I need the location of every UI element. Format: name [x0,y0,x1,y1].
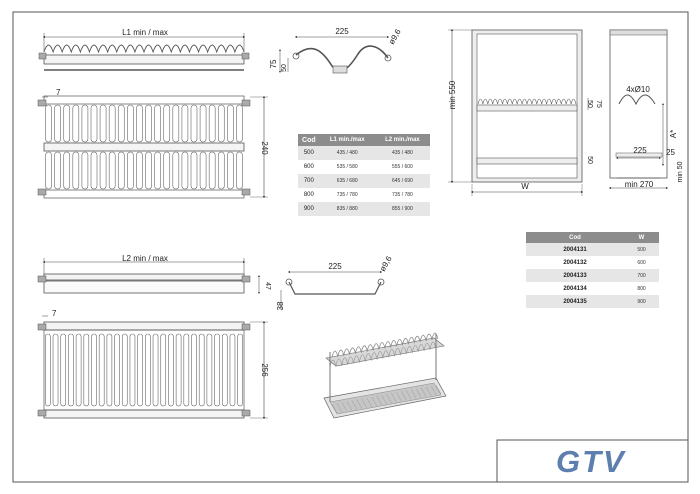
t2-cell: 900 [623,295,659,308]
t2-cell: 2004135 [526,295,624,308]
dA-label: A* [669,130,678,138]
lower-tray-top-view: 7 256 [37,309,269,420]
t1-cell: 735 / 780 [374,188,430,202]
d50-label: 50 [281,64,288,72]
sheet-border [12,11,689,483]
d225c-label: 225 [633,146,647,155]
d75-label: 75 [269,59,278,68]
d25-label: 25 [666,148,675,157]
upper-rack-wire-loops [45,104,243,190]
upper-rack-profile: 225 ø9,6 75 50 [269,27,403,74]
l1-label: L1 min / max [122,28,168,37]
t1-cell: 835 / 880 [319,202,375,216]
dmin50-label: min 50 [677,161,684,182]
lower-tray-side-view: L2 min / max 47 [37,254,271,294]
gtv-logo: GTV [556,444,626,479]
l2-label: L2 min / max [122,254,168,263]
t1-cell: 435 / 480 [319,146,375,160]
t1-cell: 535 / 580 [319,160,375,174]
d4x10-label: 4xØ10 [626,85,650,94]
d75b-label: 75 [595,100,602,108]
t2-cell: 2004133 [526,269,624,282]
t1-cell: 855 / 900 [374,202,430,216]
t2-cell: 600 [623,256,659,269]
t1-cell: 555 / 600 [374,160,430,174]
t2-cell: 2004132 [526,256,624,269]
isometric-rack-illustration [323,332,447,419]
dW-label: W [521,182,529,191]
cabinet-side-view: 4xØ10 A* 225 25 min 270 min 50 [608,29,684,190]
upper-rack-bottom-rail [43,54,245,65]
t1-header-cod: Cod [298,134,320,146]
t1-cell: 600 [298,160,320,174]
t2-cell: 500 [623,243,659,256]
isometric-dish-ribs [329,332,442,414]
d50b-label: 50 [586,100,593,108]
d256-label: 256 [260,363,269,377]
d225-label: 225 [335,27,349,36]
t1-cell: 735 / 780 [319,188,375,202]
t1-cell: 700 [298,174,320,188]
right-connector [241,52,250,60]
upper-rack-top-view: 7 240 [37,88,269,199]
t2-header-cod: Cod [526,232,624,243]
d50c-label: 50 [586,156,593,164]
t2-cell: 2004134 [526,282,624,295]
lower-tray-ribs [45,333,243,407]
t1-cell: 500 [298,146,320,160]
t2-cell: 800 [623,282,659,295]
lower-tray-profile: 225 ø9,6 38 [276,254,394,310]
d7b-label: 7 [52,309,57,318]
d38-label: 38 [276,301,285,310]
dmin550-label: min 550 [448,80,457,109]
t1-header-l2: L2 min./max [374,134,430,146]
d240-label: 240 [260,141,269,155]
t2-cell: 2004131 [526,243,624,256]
upper-rack-side-view: L1 min / max [38,28,250,71]
t1-header-l1: L1 min./max [319,134,375,146]
phi96-label: ø9,6 [387,27,403,46]
dmin270-label: min 270 [625,180,654,189]
t2-cell: 700 [623,269,659,282]
phi96b-label: ø9,6 [378,254,394,273]
left-connector [38,52,47,60]
d47-label: 47 [264,282,271,290]
title-block [496,439,688,482]
cabinet-front-view: min 550 W 50 75 50 [448,28,602,196]
t1-cell: 635 / 680 [319,174,375,188]
upper-rack-wave-wire [43,44,245,54]
t1-cell: 800 [298,188,320,202]
t1-cell: 435 / 480 [374,146,430,160]
t2-header-w: W [623,232,659,243]
t1-cell: 900 [298,202,320,216]
d7-label: 7 [56,88,61,97]
d225b-label: 225 [328,262,342,271]
t1-cell: 645 / 690 [374,174,430,188]
